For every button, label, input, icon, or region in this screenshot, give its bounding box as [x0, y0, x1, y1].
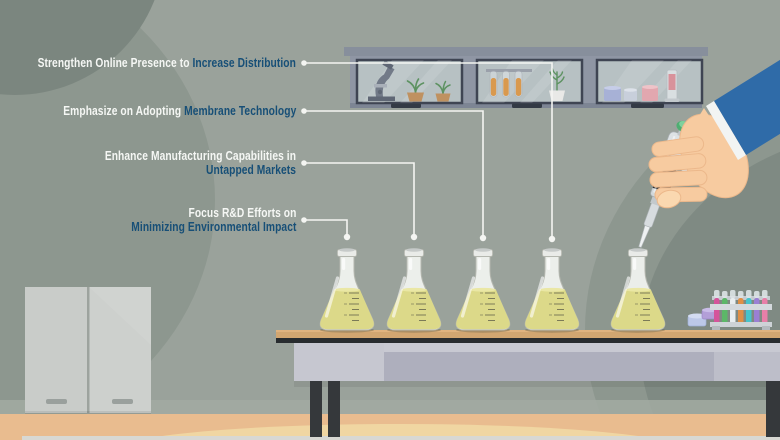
cabinet-handle: [46, 399, 67, 404]
cabinet-door-2: [475, 58, 584, 105]
connector-line: [304, 62, 553, 238]
callout-highlight: Untapped Markets: [205, 162, 296, 177]
cabinet-door-handle: [391, 103, 421, 108]
callout-prefix: Strengthen Online Presence to: [37, 54, 190, 70]
storage-cabinet: [25, 287, 151, 414]
test-tube-rack-icon: [710, 290, 772, 330]
callout-highlight: Increase Distribution: [192, 54, 296, 70]
cabinet-door-1: [355, 58, 464, 105]
microscope-icon: [368, 61, 395, 101]
callout-connectors: [304, 62, 553, 238]
connector-line: [304, 110, 484, 237]
cabinet-door-3: [595, 58, 704, 105]
potted-plant-icon: [406, 78, 425, 93]
cabinet-door-handle: [631, 103, 664, 108]
floor: [0, 414, 780, 440]
callout-highlight: Minimizing Environmental Impact: [130, 219, 296, 234]
sleeve-cuff: [706, 101, 746, 160]
bench-leg: [310, 381, 322, 437]
callout-prefix: Focus R&D Efforts on: [188, 204, 296, 220]
lab-bench: [276, 330, 780, 437]
potted-plant-icon: [435, 80, 451, 94]
connector-dots: [301, 60, 556, 243]
connector-line: [304, 162, 415, 236]
callout-prefix: Enhance Manufacturing Capabilities in: [104, 147, 296, 163]
connector-line: [304, 219, 348, 236]
wall-cabinet: [344, 47, 708, 108]
hand-with-micropipette: [638, 59, 780, 248]
beakers-icon: [604, 85, 658, 101]
test-tubes-icon: [486, 69, 532, 98]
callout-prefix: Emphasize on Adopting: [62, 102, 181, 118]
cabinet-door-handle: [512, 103, 542, 108]
lab-coat-sleeve: [706, 59, 780, 160]
bench-leg: [766, 381, 780, 437]
thumb: [656, 189, 682, 209]
skirting-band: [0, 400, 780, 415]
cabinet-handle: [112, 399, 133, 404]
graduated-cylinder-icon: [664, 69, 680, 102]
potted-plant-icon: [549, 68, 565, 101]
bench-leg: [328, 381, 340, 437]
callout-highlight: Membrane Technology: [183, 102, 296, 118]
hand: [648, 108, 749, 209]
